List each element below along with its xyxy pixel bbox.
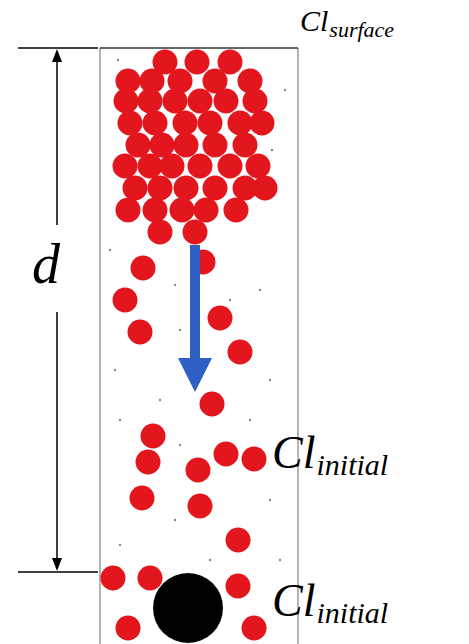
arrow-shaft	[190, 245, 200, 360]
chloride-ion	[228, 111, 253, 136]
ion-speck	[209, 559, 211, 561]
ion-speck	[249, 419, 251, 421]
chloride-ion	[208, 306, 233, 331]
symbol-text: Cl	[272, 578, 315, 624]
chloride-ion	[126, 133, 151, 158]
chloride-ion	[114, 89, 139, 114]
chloride-particles	[101, 50, 278, 641]
chloride-ion	[233, 133, 258, 158]
chloride-ion	[188, 89, 213, 114]
arrow-head	[178, 358, 212, 392]
chloride-ion	[185, 50, 210, 75]
ion-speck	[259, 289, 261, 291]
subscript-text: initial	[316, 598, 388, 628]
chloride-ion	[148, 176, 173, 201]
column-outline	[100, 48, 298, 644]
ion-speck	[174, 519, 176, 521]
chloride-ion	[242, 447, 267, 472]
ion-speck	[119, 544, 121, 546]
chloride-ion	[203, 133, 228, 158]
ion-speck	[269, 379, 271, 381]
chloride-ion	[143, 111, 168, 136]
ion-speck	[271, 149, 273, 151]
chloride-ion	[243, 89, 268, 114]
chloride-ion	[173, 111, 198, 136]
chloride-ion	[131, 256, 156, 281]
chloride-ion	[130, 486, 155, 511]
ion-speck	[179, 444, 181, 446]
dimension-line	[56, 56, 58, 225]
chloride-ion	[214, 442, 239, 467]
chloride-ion	[136, 450, 161, 475]
chloride-ion	[116, 198, 141, 223]
dimension-label: d	[32, 236, 60, 292]
symbol-text: Cl	[272, 430, 315, 476]
ion-speck	[269, 499, 271, 501]
chloride-ion	[250, 111, 275, 136]
chloride-ion	[203, 176, 228, 201]
chloride-ion	[224, 198, 249, 223]
ion-speck	[279, 559, 281, 561]
ion-speck	[117, 59, 119, 61]
chloride-ion	[228, 340, 253, 365]
symbol-text: Cl	[300, 6, 328, 36]
chloride-ion	[143, 198, 168, 223]
steel-rebar	[153, 573, 223, 643]
chloride-ion	[174, 133, 199, 158]
chloride-ion	[253, 176, 278, 201]
column-wall	[99, 48, 101, 644]
chloride-ion	[198, 111, 223, 136]
ion-speck	[159, 399, 161, 401]
chloride-ion	[226, 528, 251, 553]
chloride-ion	[174, 176, 199, 201]
diffusion-arrow	[178, 245, 212, 392]
ion-speck	[174, 284, 176, 286]
chloride-ion	[128, 320, 153, 345]
chloride-ion	[116, 616, 141, 641]
chloride-ion	[113, 154, 138, 179]
ion-speck	[284, 89, 286, 91]
surface-line	[100, 47, 298, 49]
chloride-ion	[160, 154, 185, 179]
ion-speck	[114, 369, 116, 371]
ion-speck	[229, 299, 231, 301]
dimension-d	[18, 48, 98, 572]
chloride-ion	[226, 574, 251, 599]
chloride-ion	[242, 616, 267, 641]
ion-speck	[109, 249, 111, 251]
chloride-ion	[188, 154, 213, 179]
chloride-ion	[138, 154, 163, 179]
chloride-ion	[214, 89, 239, 114]
ion-speck	[179, 329, 181, 331]
chloride-ion	[170, 198, 195, 223]
chloride-ion	[123, 176, 148, 201]
chloride-ion	[101, 566, 126, 591]
chloride-ion	[246, 154, 271, 179]
column-wall	[297, 48, 299, 644]
chloride-ion	[218, 154, 243, 179]
chloride-ion	[200, 392, 225, 417]
chloride-ion	[113, 288, 138, 313]
dimension-arrowhead	[52, 49, 62, 62]
chloride-ion	[141, 424, 166, 449]
dimension-arrowhead	[52, 558, 62, 571]
ion-speck	[119, 419, 121, 421]
chloride-ion	[138, 89, 163, 114]
dimension-tick	[18, 571, 98, 573]
ion-specks	[109, 59, 286, 561]
chloride-ion	[163, 89, 188, 114]
subscript-text: initial	[316, 450, 388, 480]
dimension-line	[56, 312, 58, 564]
chloride-ion	[148, 220, 173, 245]
chloride-ion	[194, 198, 219, 223]
chloride-ion	[118, 111, 143, 136]
subscript-text: surface	[329, 19, 394, 41]
chloride-ion	[183, 220, 208, 245]
chloride-ion	[188, 494, 213, 519]
chloride-ion	[138, 566, 163, 591]
dimension-tick	[18, 47, 98, 49]
chloride-ion	[186, 458, 211, 483]
